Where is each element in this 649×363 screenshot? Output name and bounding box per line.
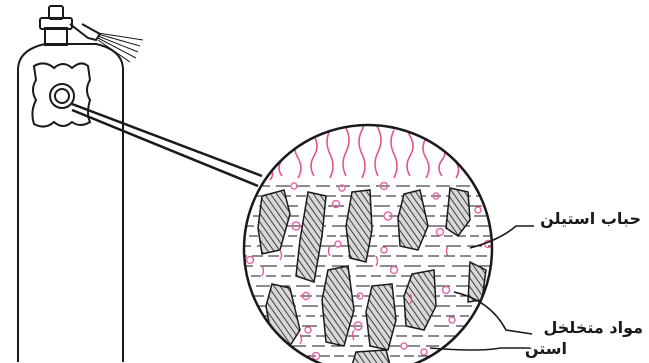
- magnified-view: [230, 110, 520, 363]
- label-acetylene-bubble: حباب استیلن: [540, 211, 641, 227]
- cylinder-neck: [45, 28, 67, 45]
- cylinder-label-plate: [32, 63, 90, 126]
- outlet-pipe: [70, 24, 100, 40]
- label-acetone: استن: [525, 341, 567, 357]
- zoom-connector: [72, 104, 262, 186]
- leader-acetone: [430, 348, 530, 350]
- inspection-circle: [50, 84, 74, 108]
- inspection-circle-inner: [55, 89, 69, 103]
- label-porous-material: مواد متخلخل: [543, 320, 643, 336]
- gas-cylinder: [18, 6, 123, 362]
